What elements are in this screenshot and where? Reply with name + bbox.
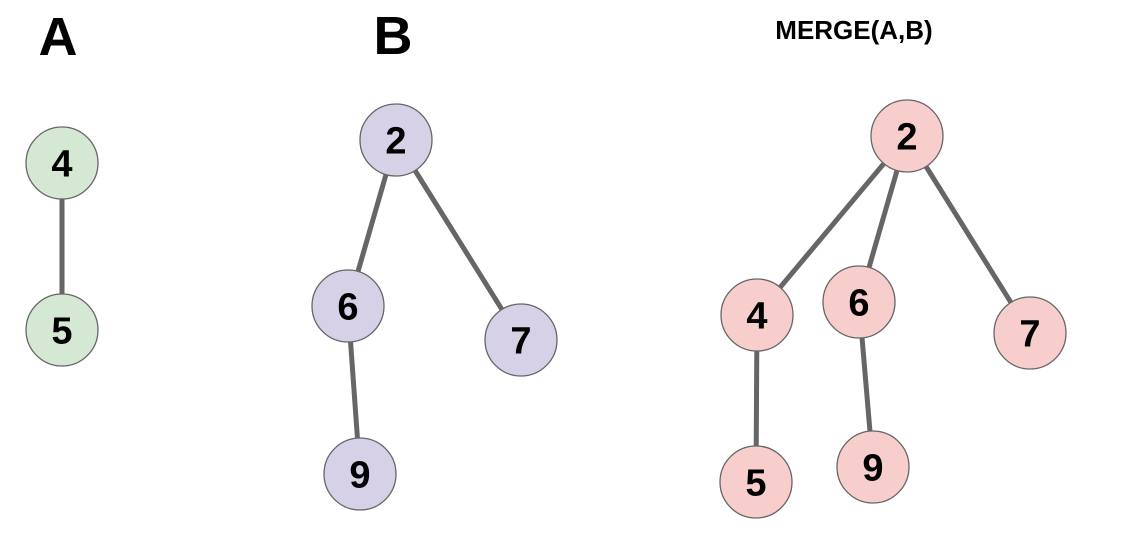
tree-merge-node-5: 5 xyxy=(719,445,793,519)
node-label: 2 xyxy=(385,120,406,162)
tree-merge: 2 4 6 7 5 9 MERGE(A,B) xyxy=(719,15,1067,519)
node-label: 9 xyxy=(862,447,883,489)
node-circle xyxy=(323,437,397,511)
node-circle xyxy=(822,265,896,339)
tree-merge-label: MERGE(A,B) xyxy=(775,15,932,45)
tree-merge-edge-2-7 xyxy=(904,134,1033,335)
node-circle xyxy=(311,269,385,343)
tree-b-node-2: 2 xyxy=(359,103,433,177)
node-circle xyxy=(484,303,558,377)
node-label: 5 xyxy=(51,310,72,352)
tree-merge-node-7: 7 xyxy=(993,296,1067,370)
tree-b: 2 6 7 9 B xyxy=(311,6,558,511)
node-circle xyxy=(359,103,433,177)
node-circle xyxy=(719,445,793,519)
tree-b-label: B xyxy=(374,6,413,66)
tree-merge-edge-2-4 xyxy=(755,134,909,317)
node-label: 5 xyxy=(745,462,766,504)
node-label: 6 xyxy=(337,286,358,328)
tree-a-node-4: 4 xyxy=(25,126,99,200)
node-label: 4 xyxy=(746,295,767,337)
node-label: 7 xyxy=(510,320,531,362)
tree-b-node-9: 9 xyxy=(323,437,397,511)
node-label: 6 xyxy=(848,282,869,324)
tree-merge-node-2: 2 xyxy=(870,99,944,173)
node-circle xyxy=(25,293,99,367)
node-circle xyxy=(870,99,944,173)
node-circle xyxy=(836,430,910,504)
node-label: 4 xyxy=(51,143,72,185)
node-label: 2 xyxy=(896,116,917,158)
node-circle xyxy=(720,278,794,352)
tree-b-node-6: 6 xyxy=(311,269,385,343)
tree-a-node-5: 5 xyxy=(25,293,99,367)
tree-b-node-7: 7 xyxy=(484,303,558,377)
tree-merge-node-9: 9 xyxy=(836,430,910,504)
node-circle xyxy=(25,126,99,200)
node-label: 7 xyxy=(1019,313,1040,355)
node-circle xyxy=(993,296,1067,370)
tree-merge-node-4: 4 xyxy=(720,278,794,352)
tree-b-edge-2-7 xyxy=(393,138,524,342)
node-label: 9 xyxy=(349,454,370,496)
tree-a: 4 5 A xyxy=(25,7,99,367)
tree-merge-node-6: 6 xyxy=(822,265,896,339)
tree-a-label: A xyxy=(39,7,78,67)
